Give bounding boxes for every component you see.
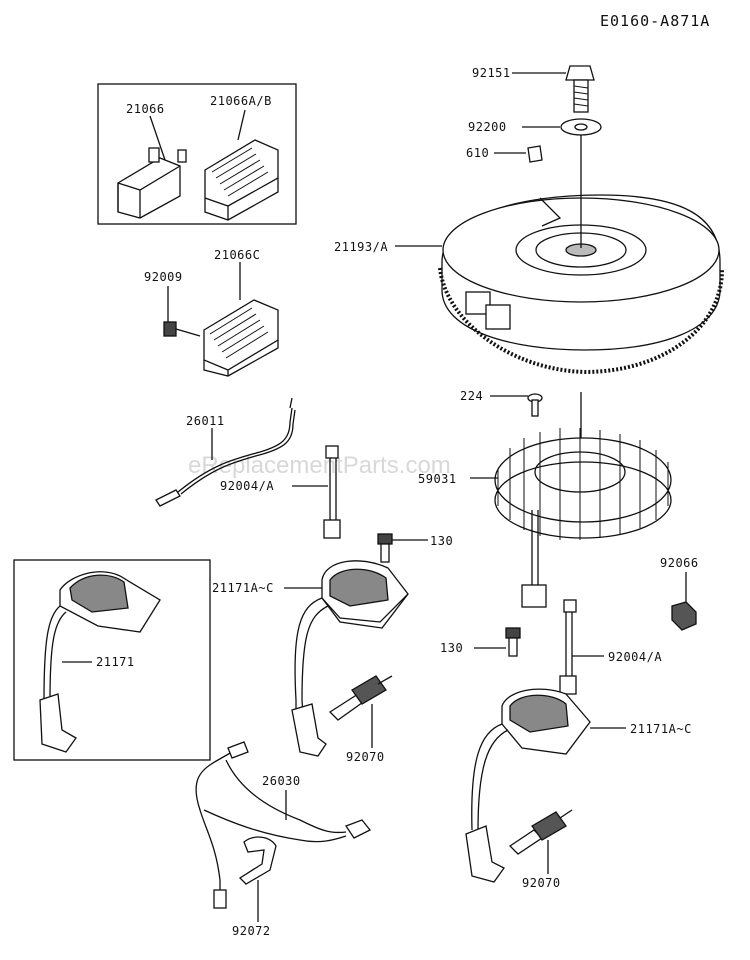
- regulator-21066ab-part: [204, 139, 279, 221]
- ignition-coil-21171: [39, 571, 161, 753]
- label-92004a-left: 92004/A: [220, 479, 275, 493]
- label-26011: 26011: [186, 414, 225, 428]
- spark-plug-92070-right: [508, 809, 573, 855]
- coil-21171-inset-box: [13, 559, 211, 761]
- label-21193a: 21193/A: [334, 240, 389, 254]
- label-92072: 92072: [232, 924, 271, 938]
- plug-lead-92004a-left: [323, 445, 341, 539]
- label-92009: 92009: [144, 270, 183, 284]
- spark-plug-92070-left: [328, 675, 393, 721]
- ignition-coil-right: [465, 688, 591, 883]
- label-21066: 21066: [126, 102, 165, 116]
- label-21171ac-left: 21171A~C: [212, 581, 274, 595]
- label-21171: 21171: [96, 655, 135, 669]
- label-92004a-right: 92004/A: [608, 650, 663, 664]
- plug-lead-92004a-right: [559, 599, 577, 695]
- label-92151: 92151: [472, 66, 511, 80]
- label-610: 610: [466, 146, 490, 160]
- label-26030: 26030: [262, 774, 301, 788]
- wire-harness-26030: [195, 741, 372, 909]
- key-610: [527, 145, 543, 163]
- leader-21066: [149, 115, 166, 161]
- label-224: 224: [460, 389, 484, 403]
- screw-224: [527, 393, 543, 417]
- label-92066: 92066: [660, 556, 699, 570]
- stator-59031: [494, 428, 672, 608]
- bolt-92009: [163, 321, 201, 337]
- bolt-130-left: [377, 533, 393, 563]
- ignition-coil-left: [291, 560, 409, 757]
- clip-92072: [238, 836, 277, 885]
- label-21066c: 21066C: [214, 248, 261, 262]
- watermark: eReplacementParts.com: [188, 452, 451, 479]
- label-92200: 92200: [468, 120, 507, 134]
- diagram-title: E0160-A871A: [600, 12, 711, 30]
- label-92070-left: 92070: [346, 750, 385, 764]
- washer-92200: [560, 118, 602, 136]
- label-21066ab: 21066A/B: [210, 94, 272, 108]
- regulator-21066-part: [117, 147, 187, 219]
- label-92070-right: 92070: [522, 876, 561, 890]
- label-21171ac-right: 21171A~C: [630, 722, 692, 736]
- label-130-left: 130: [430, 534, 454, 548]
- label-130-right: 130: [440, 641, 464, 655]
- leader-21066ab: [237, 109, 246, 141]
- nut-92066: [671, 601, 697, 631]
- bolt-92151: [565, 65, 595, 113]
- bolt-130-right: [505, 627, 521, 657]
- regulator-21066c-part: [203, 299, 279, 377]
- regulator-inset-box: [97, 83, 297, 225]
- label-59031: 59031: [418, 472, 457, 486]
- wire-26011: [155, 397, 296, 507]
